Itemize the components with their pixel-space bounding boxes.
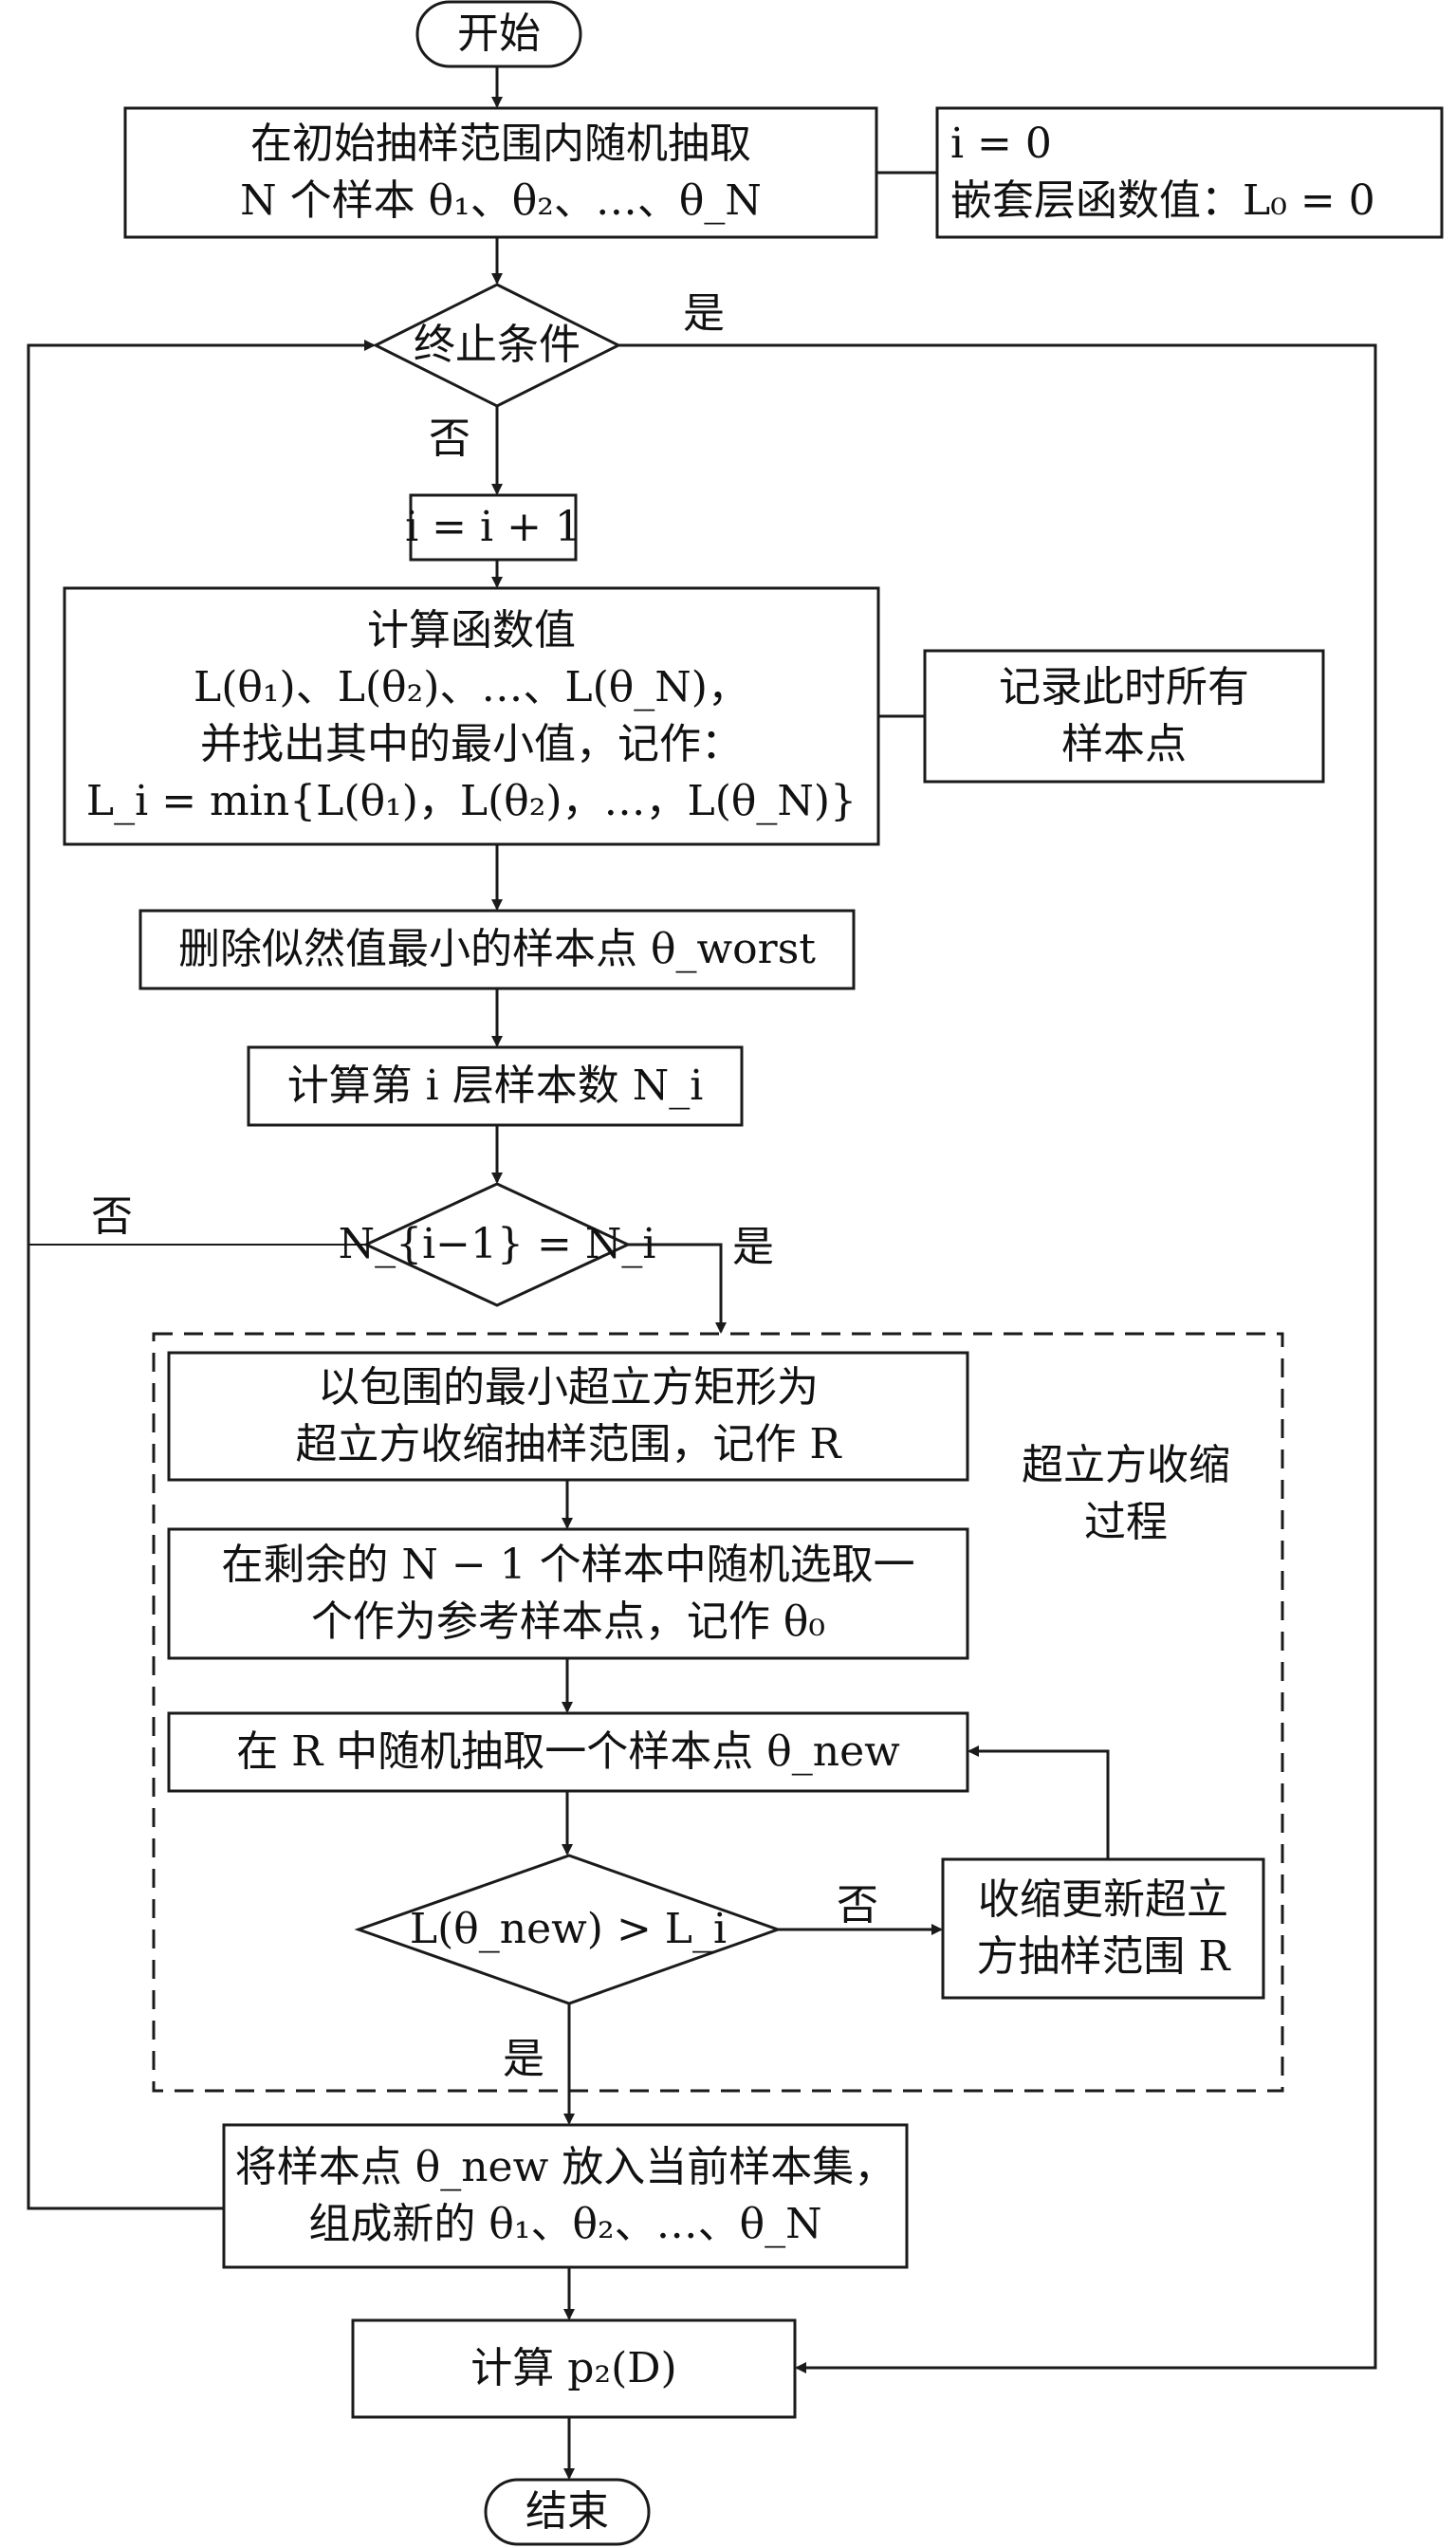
check-new-decision: L(θ_new) > L_i: [359, 1856, 778, 2003]
record-note-line-2: 样本点: [1061, 720, 1187, 768]
reference-line-1: 在剩余的 N − 1 个样本中随机选取一: [221, 1541, 915, 1589]
start-label: 开始: [457, 9, 541, 58]
compare-diamond-shape: [362, 1182, 632, 1307]
end-terminal-shape: [484, 2478, 651, 2546]
layer-count-shape: [247, 1045, 744, 1127]
compute-line-3: 并找出其中的最小值，记作：: [200, 720, 743, 768]
sample-line-2: N 个样本 θ₁、θ₂、…、θ_N: [240, 176, 762, 225]
compute-line-1: 计算函数值: [367, 606, 576, 655]
insert-step: 将样本点 θ_new 放入当前样本集， 组成新的 θ₁、θ₂、…、θ_N: [224, 2125, 907, 2267]
hypercube-title: 超立方收缩 过程: [973, 1432, 1279, 1556]
delete-worst-label: 删除似然值最小的样本点 θ_worst: [178, 925, 816, 973]
draw-new-label: 在 R 中随机抽取一个样本点 θ_new: [236, 1727, 900, 1776]
init-note-line-2: 嵌套层函数值：L₀ = 0: [950, 176, 1375, 225]
termination-label: 终止条件: [414, 321, 581, 369]
hypercube-title-line-1: 超立方收缩: [1022, 1441, 1230, 1489]
reference-step: 在剩余的 N − 1 个样本中随机选取一 个作为参考样本点，记作 θ₀: [169, 1529, 968, 1658]
record-note: 记录此时所有 样本点: [925, 651, 1323, 782]
termination-decision: 终止条件: [376, 285, 618, 406]
shrink-step: 收缩更新超立 方抽样范围 R: [943, 1859, 1263, 1998]
start-terminal: 开始: [417, 2, 581, 66]
layer-count-step: 计算第 i 层样本数 N_i: [249, 1047, 742, 1125]
end-label: 结束: [525, 2487, 609, 2536]
min-box-line-2: 超立方收缩抽样范围，记作 R: [295, 1420, 841, 1468]
min-box-step: 以包围的最小超立方矩形为 超立方收缩抽样范围，记作 R: [169, 1353, 968, 1480]
shrink-box-shape: [941, 1857, 1265, 2000]
compare-layers-label: N_{i−1} = N_i: [338, 1220, 656, 1268]
termination-no-label: 否: [429, 415, 470, 463]
insert-line-2: 组成新的 θ₁、θ₂、…、θ_N: [308, 2200, 822, 2248]
increment-step: i = i + 1: [405, 495, 581, 560]
compare-yes-label: 是: [732, 1223, 774, 1271]
compute-p-step: 计算 p₂(D): [353, 2320, 795, 2417]
hypercube-title-line-2: 过程: [1084, 1498, 1168, 1546]
termination-yes-label: 是: [683, 289, 725, 338]
compute-step: 计算函数值 L(θ₁)、L(θ₂)、…、L(θ_N)， 并找出其中的最小值，记作…: [65, 588, 878, 844]
init-note-line-1: i = 0: [950, 120, 1052, 168]
compare-layers-decision: N_{i−1} = N_i: [339, 1184, 656, 1305]
sample-line-1: 在初始抽样范围内随机抽取: [250, 120, 751, 168]
end-terminal: 结束: [486, 2480, 649, 2544]
increment-label: i = i + 1: [405, 503, 581, 551]
sample-step: 在初始抽样范围内随机抽取 N 个样本 θ₁、θ₂、…、θ_N: [125, 108, 876, 237]
record-note-line-1: 记录此时所有: [999, 663, 1249, 711]
delete-worst-step: 删除似然值最小的样本点 θ_worst: [140, 911, 854, 988]
check-new-label: L(θ_new) > L_i: [409, 1905, 728, 1953]
reference-line-2: 个作为参考样本点，记作 θ₀: [310, 1597, 826, 1646]
draw-new-step: 在 R 中随机抽取一个样本点 θ_new: [169, 1713, 968, 1791]
compare-no-label: 否: [91, 1192, 133, 1241]
compute-p-label: 计算 p₂(D): [470, 2344, 677, 2392]
compute-line-4: L_i = min{L(θ₁)，L(θ₂)，…，L(θ_N)}: [85, 777, 857, 825]
min-box-line-1: 以包围的最小超立方矩形为: [318, 1363, 819, 1412]
shrink-line-2: 方抽样范围 R: [976, 1932, 1230, 1981]
compute-line-2: L(θ₁)、L(θ₂)、…、L(θ_N)，: [194, 663, 749, 711]
insert-box-shape: [222, 2123, 909, 2269]
hypercube-region-shape: [152, 1332, 1284, 2093]
insert-line-1: 将样本点 θ_new 放入当前样本集，: [234, 2143, 896, 2191]
init-note: i = 0 嵌套层函数值：L₀ = 0: [937, 108, 1442, 237]
increment-box-shape: [409, 493, 578, 562]
shrink-line-1: 收缩更新超立: [978, 1875, 1228, 1924]
check-no-label: 否: [837, 1881, 878, 1929]
start-terminal-shape: [415, 0, 582, 68]
layer-count-label: 计算第 i 层样本数 N_i: [286, 1062, 704, 1110]
check-yes-label: 是: [503, 2035, 544, 2083]
